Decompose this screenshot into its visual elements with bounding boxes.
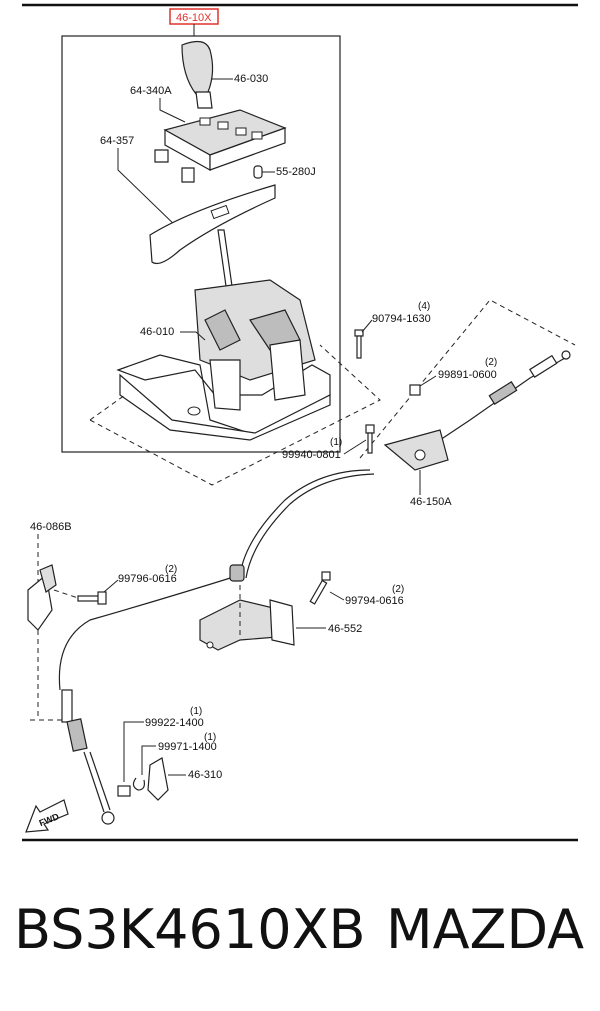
label-bolt-top: 90794-1630 [372,313,431,325]
cable-grommet-icon [229,564,245,582]
label-assembly: 46-10X [176,12,212,24]
leader-panel-b [117,148,181,231]
leader-clip [141,745,156,775]
leader-bolt-right [329,591,345,601]
mounting-plane-left [89,394,126,421]
label-bracket-cable: 46-150A [410,496,452,508]
bolt-top-icon [354,329,364,359]
label-panel-b: 64-357 [100,135,134,147]
label-shifter: 46-010 [140,326,174,338]
shift-cable-inner [245,473,375,579]
cable-end-upper-icon [439,350,571,441]
leader-panel-a [159,98,186,123]
parts-diagram: 46-10X 46-030 64-340A 64-357 55-280J [22,3,578,842]
nut-top-icon [409,384,421,396]
label-bolt-right-qty: (2) [392,584,404,595]
label-bolt-left: 99796-0616 [118,573,177,585]
label-panel-a: 64-340A [130,85,172,97]
assembly-box [61,35,341,453]
left-bracket-icon [27,564,57,631]
shift-boot-icon [149,184,276,265]
label-bolt-left-qty: (2) [165,564,177,575]
lever-icon [147,757,169,801]
label-pin-qty: (1) [190,706,202,717]
label-pin: 99922-1400 [145,717,204,729]
label-mid-bracket: 46-552 [328,623,362,635]
cable-bracket-icon [383,429,449,471]
bolt-left-line [53,589,79,599]
label-bolt-top-qty: (4) [418,301,430,312]
label-clip: 99971-1400 [158,741,217,753]
indicator-panel-icon [154,109,287,183]
product-caption: BS3K4610XB MAZDA [0,880,600,990]
gear-knob-icon [181,40,214,109]
leader-bolt-mid [343,439,367,455]
label-knob: 46-030 [234,73,268,85]
bulb-icon [253,165,263,179]
part-number: BS3K4610XB [14,898,366,961]
leader-bolt-left [103,579,119,593]
label-bolt-mid-qty: (1) [330,437,342,448]
leader-bolt-top [361,319,373,333]
leader-nut-top [419,375,437,387]
label-clip-qty: (1) [204,732,216,743]
label-lever: 46-310 [188,769,222,781]
cable-end-lower-icon [61,689,115,825]
label-left-bracket: 46-086B [30,521,72,533]
leader-pin [123,721,144,782]
label-bulb: 55-280J [276,166,316,178]
bolt-left-icon [77,591,107,605]
bolt-mid-icon [365,424,375,454]
brand-name: MAZDA [386,898,585,961]
clip-icon [132,777,145,791]
leader-shifter [180,331,206,341]
label-bolt-right: 99794-0616 [345,595,404,607]
label-nut-top: 99891-0600 [438,369,497,381]
pin-icon [117,785,131,797]
mid-bracket-icon [199,599,295,651]
shifter-base-icon [116,279,331,441]
label-nut-top-qty: (2) [485,357,497,368]
label-bolt-mid: 99940-0801 [282,449,341,461]
forward-arrow-icon: FWD [25,799,69,833]
bolt-right-icon [309,571,331,605]
